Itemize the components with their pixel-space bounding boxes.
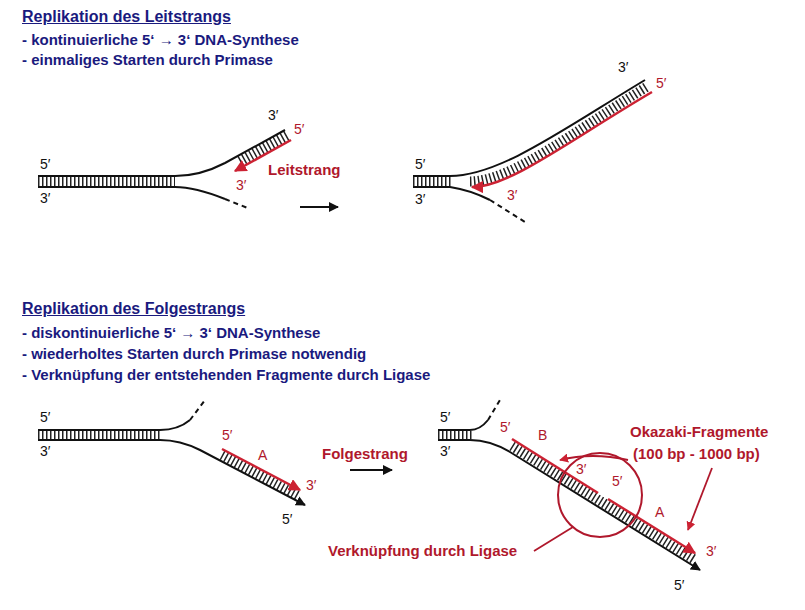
template-strand-dashed [490,200,525,222]
bullet-text: - Verknüpfung der entstehenden Fragmente… [22,367,430,384]
lagging-fork-start [38,400,305,505]
section-heading: Replikation des Leitstrangs [22,8,231,26]
strand-end-label: 3′ [268,108,278,123]
callout-label: Okazaki-Fragmente [630,424,768,441]
bullet-text: - wiederholtes Starten durch Primase not… [22,346,366,363]
bullet-text: - kontinuierliche 5‘ → 3‘ DNA-Synthese [22,32,299,49]
strand-end-label: 5′ [294,122,304,137]
base-pairs [512,446,695,560]
okazaki-fragment [512,439,598,493]
strand-end-label: 5′ [40,157,50,172]
template-strand [413,80,645,176]
new-strand [472,92,652,187]
strand-end-label: 5′ [40,410,50,425]
template-strand-dashed [190,400,205,420]
fragment-letter: A [655,505,664,520]
leader-arrow [560,456,628,460]
leader-line [534,527,573,551]
base-pairs [413,177,452,186]
strand-end-label: 3′ [440,444,450,459]
strand-end-label: 5′ [674,578,684,593]
leading-fork-start [38,130,291,209]
step-arrow [300,206,338,208]
template-strand [38,130,285,176]
leader-arrow [688,468,712,530]
strand-end-label: 3′ [706,544,716,559]
strand-name: Folgestrang [322,446,408,463]
strand-end-label: 3′ [236,178,246,193]
strand-end-label: 3′ [507,188,517,203]
strand-end-label: 3′ [618,60,628,75]
fragment-letter: B [538,428,547,443]
strand-end-label: 5′ [282,512,292,527]
step-arrow [350,469,392,471]
base-pairs [438,431,472,439]
strand-end-label: 5′ [222,428,232,443]
strand-end-label: 5′ [415,157,425,172]
template-strand [38,420,190,430]
okazaki-fragment [222,449,300,490]
callout-label: Verknüpfung durch Ligase [328,543,517,560]
callout-label: (100 bp - 1000 bp) [633,446,760,463]
strand-end-label: 5′ [440,410,450,425]
template-strand-dashed [488,400,500,420]
ligase-circle [558,453,642,537]
strand-end-label: 3′ [306,478,316,493]
base-pairs [38,431,162,439]
leading-fork-end [413,80,652,222]
bullet-text: - einmaliges Starten durch Primase [22,52,273,69]
strand-end-label: 5′ [656,76,666,91]
fragment-letter: A [258,448,267,463]
strand-end-label: 3′ [415,192,425,207]
template-strand [38,187,225,199]
strand-name: Leitstrang [268,162,341,179]
template-strand [38,440,305,505]
section-heading: Replikation des Folgestrangs [22,300,245,318]
template-strand-dashed [225,199,250,209]
base-pairs [240,135,288,161]
base-pairs [38,177,175,186]
strand-end-label: 3′ [40,444,50,459]
strand-end-label: 5′ [612,474,622,489]
okazaki-fragment [608,499,695,553]
strand-end-label: 3′ [576,462,586,477]
strand-end-label: 5′ [500,420,510,435]
bullet-text: - diskontinuierliche 5‘ → 3‘ DNA-Synthes… [22,325,320,342]
strand-end-label: 3′ [40,191,50,206]
